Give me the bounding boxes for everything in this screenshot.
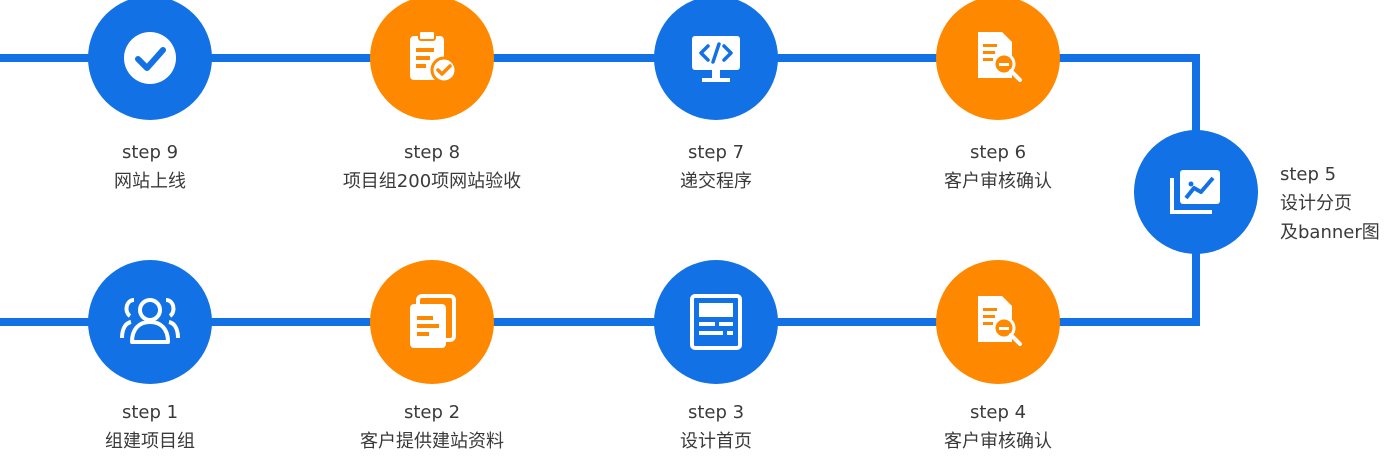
step-title: 项目组200项网站验收: [342, 171, 522, 192]
step-number: step 9: [121, 142, 179, 163]
step-9-node: [88, 0, 212, 120]
code-monitor-icon: [692, 36, 740, 82]
users-icon: [120, 298, 180, 344]
documents-icon: [410, 294, 456, 348]
step-3-node: [654, 260, 778, 384]
step-number: step 7: [687, 142, 745, 163]
step-title: 客户提供建站资料: [360, 431, 504, 452]
step-title-line2: 及banner图: [1280, 222, 1380, 243]
step-1-label: step 1 组建项目组: [40, 398, 260, 456]
step-number: step 5: [1280, 164, 1337, 185]
step-2-label: step 2 客户提供建站资料: [322, 398, 542, 456]
step-2-node: [370, 260, 494, 384]
document-search-icon: [978, 296, 1022, 346]
chart-design-icon: [1170, 170, 1220, 214]
step-title: 客户审核确认: [944, 431, 1052, 452]
step-title: 客户审核确认: [944, 171, 1052, 192]
step-8-label: step 8 项目组200项网站验收: [322, 138, 542, 196]
step-4-node: [936, 260, 1060, 384]
step-title: 组建项目组: [105, 431, 195, 452]
step-3-label: step 3 设计首页: [606, 398, 826, 456]
step-1-node: [88, 260, 212, 384]
step-number: step 4: [969, 402, 1027, 423]
step-number: step 6: [969, 142, 1027, 163]
step-7-label: step 7 递交程序: [606, 138, 826, 196]
step-6-node: [936, 0, 1060, 120]
webpage-layout-icon: [690, 294, 742, 350]
step-number: step 2: [403, 402, 461, 423]
step-title: 网站上线: [114, 171, 186, 192]
step-number: step 3: [687, 402, 745, 423]
step-title: 递交程序: [680, 171, 752, 192]
step-8-node: [370, 0, 494, 120]
step-number: step 8: [403, 142, 461, 163]
step-title: 设计首页: [680, 431, 752, 452]
step-5-node: [1134, 130, 1258, 254]
step-7-node: [654, 0, 778, 120]
step-title: 设计分页: [1280, 193, 1352, 214]
checklist-icon: [410, 30, 458, 84]
document-search-icon: [978, 32, 1022, 82]
step-6-label: step 6 客户审核确认: [888, 138, 1108, 196]
step-5-label: step 5 设计分页 及banner图: [1280, 160, 1384, 247]
check-circle-icon: [124, 32, 176, 84]
step-4-label: step 4 客户审核确认: [888, 398, 1108, 456]
step-number: step 1: [121, 402, 179, 423]
step-9-label: step 9 网站上线: [40, 138, 260, 196]
